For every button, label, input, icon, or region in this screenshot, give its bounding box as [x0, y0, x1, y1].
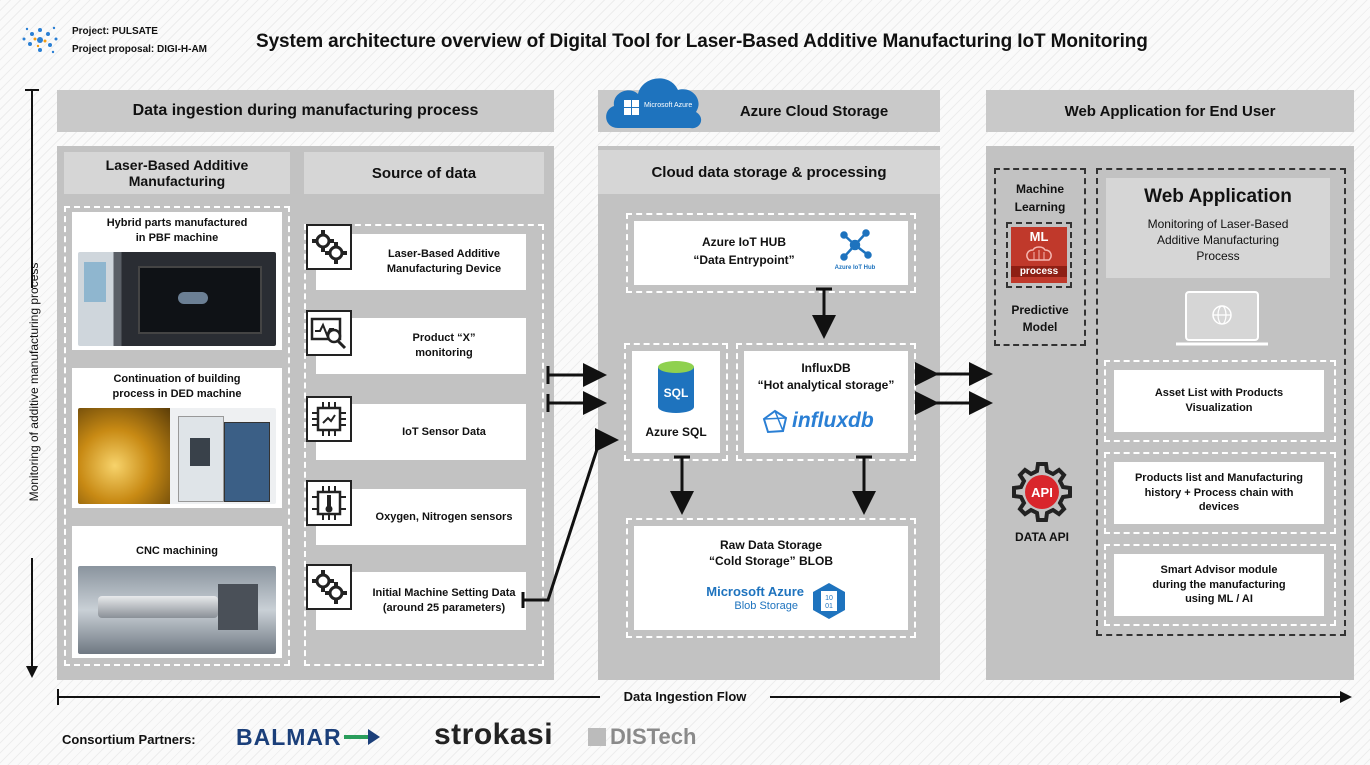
distech-glyph-icon	[588, 728, 606, 746]
svg-text:10: 10	[825, 595, 833, 602]
raw-storage-group	[626, 518, 916, 638]
flow-label: Data Ingestion Flow	[623, 689, 747, 704]
influx-subtitle: “Hot analytical storage”	[757, 378, 895, 392]
flow-arrow-head	[1340, 691, 1352, 703]
cnc-machine-image	[78, 566, 276, 654]
webapp-group	[1096, 168, 1346, 636]
ml-badge: ML process	[1006, 222, 1072, 288]
partner-logo-balmar-text: BALMAR	[236, 723, 342, 750]
gears-icon	[306, 224, 352, 270]
blob-logo-line2: Blob Storage	[734, 600, 798, 612]
webapp-item-smart-advisor: Smart Advisor module during the manufact…	[1114, 554, 1324, 616]
azure-logo-text: Microsoft Azure	[644, 102, 692, 109]
brain-icon	[1025, 246, 1053, 264]
sql-box: SQL Azure SQL	[632, 351, 720, 453]
photo-caption: CNC machining	[136, 545, 218, 557]
sql-badge: SQL	[664, 386, 689, 400]
gears-icon	[306, 564, 352, 610]
settings-arrow	[523, 428, 619, 602]
influx-title: InfluxDB	[801, 361, 851, 375]
partner-logo-strokasi: strokasi	[434, 718, 554, 751]
influxdb-logo-text: influxdb	[792, 409, 874, 432]
iot-hub-subtitle: “Data Entrypoint”	[693, 253, 795, 267]
sql-label: Azure SQL	[645, 425, 707, 439]
iot-hub-title: Azure IoT HUB	[702, 235, 786, 249]
ml-group	[994, 168, 1086, 346]
project-logo	[18, 22, 62, 58]
photo-group	[64, 206, 290, 666]
thermometer-chip-icon	[306, 480, 352, 526]
webapp-subtitle: Monitoring of Laser-Based Additive Manuf…	[1147, 217, 1289, 264]
webapp-item-group	[1104, 452, 1336, 534]
ml-badge-top: ML	[1029, 229, 1049, 244]
source-item-label: Oxygen, Nitrogen sensors	[375, 510, 513, 523]
source-item-label: Initial Machine Setting Data (around 25 …	[372, 587, 516, 614]
webapp-header: Web Application for End User	[986, 90, 1354, 132]
chip-icon	[306, 396, 352, 442]
raw-storage-box: Raw Data Storage “Cold Storage” BLOB Mic…	[634, 526, 908, 630]
predictive-model-label: Predictive Model	[1011, 303, 1069, 334]
partner-logo-distech-text: DISTech	[610, 724, 697, 749]
source-group	[304, 224, 544, 666]
iot-hub-group	[626, 213, 916, 293]
source-header: Source of data	[304, 152, 544, 194]
project-proposal: Project proposal: DIGI-H-AM	[72, 44, 208, 55]
ml-title: Machine Learning	[1014, 182, 1066, 214]
ded-machine-image	[78, 408, 276, 504]
svg-text:01: 01	[825, 603, 833, 610]
influxdb-icon	[762, 409, 788, 435]
webapp-item-products-list: Products list and Manufacturing history …	[1114, 462, 1324, 524]
api-gear-icon: API	[1010, 458, 1074, 522]
iot-hub-logo-caption: Azure IoT Hub	[834, 265, 876, 271]
source-item-label: IoT Sensor Data	[402, 425, 486, 438]
balmar-arrow-icon	[343, 729, 380, 745]
ingestion-header: Data ingestion during manufacturing proc…	[57, 90, 554, 132]
sql-database-icon: SQL	[656, 359, 696, 415]
webapp-item-group	[1104, 360, 1336, 442]
photo-card-pbf: Hybrid parts manufactured in PBF machine	[72, 212, 282, 350]
partner-logo-distech: DISTech	[588, 722, 696, 752]
ml-badge-bottom: process	[1011, 266, 1067, 277]
api-badge: API	[1031, 485, 1053, 500]
photo-caption: Hybrid parts manufactured in PBF machine	[106, 217, 248, 244]
photo-caption: Continuation of building process in DED …	[112, 373, 242, 400]
project-name: Project: PULSATE	[72, 26, 158, 37]
webapp-item-label: Products list and Manufacturing history …	[1134, 471, 1304, 514]
page-title: System architecture overview of Digital …	[256, 31, 1148, 52]
webapp-title-box: Web Application Monitoring of Laser-Base…	[1106, 178, 1330, 278]
photo-card-cnc: CNC machining	[72, 526, 282, 658]
raw-storage-subtitle: “Cold Storage” BLOB	[708, 554, 833, 568]
partner-logo-balmar: BALMAR	[236, 722, 382, 752]
source-item-label: Laser-Based Additive Manufacturing Devic…	[386, 248, 502, 275]
data-api-label: DATA API	[1015, 530, 1069, 544]
pbf-machine-image	[78, 252, 276, 346]
webapp-item-group	[1104, 544, 1336, 626]
source-item-lbam-device: Laser-Based Additive Manufacturing Devic…	[316, 234, 526, 290]
webapp-item-label: Smart Advisor module during the manufact…	[1152, 563, 1286, 606]
source-item-label: Product “X” monitoring	[412, 332, 476, 359]
vertical-timeline-arrow	[25, 89, 39, 678]
webapp-item-label: Asset List with Products Visualization	[1154, 387, 1284, 414]
influx-box: InfluxDB “Hot analytical storage” influx…	[744, 351, 908, 453]
raw-storage-title: Raw Data Storage	[719, 538, 823, 552]
azure-cloud-logo: Microsoft Azure	[600, 64, 708, 134]
laptop-globe-icon	[1172, 288, 1272, 352]
blob-logo-line1: Microsoft Azure	[706, 584, 804, 599]
partners-label: Consortium Partners:	[62, 732, 196, 747]
iot-hub-box: Azure IoT HUB “Data Entrypoint” Azure Io…	[634, 221, 908, 285]
monitor-magnifier-icon	[306, 310, 352, 356]
iot-hub-icon	[830, 227, 880, 263]
cloud-subheader: Cloud data storage & processing	[598, 150, 940, 194]
sql-group	[624, 343, 728, 461]
lbam-header: Laser-Based Additive Manufacturing	[64, 152, 290, 194]
photo-card-ded: Continuation of building process in DED …	[72, 368, 282, 508]
webapp-item-asset-list: Asset List with Products Visualization	[1114, 370, 1324, 432]
webapp-title: Web Application	[1144, 186, 1292, 207]
